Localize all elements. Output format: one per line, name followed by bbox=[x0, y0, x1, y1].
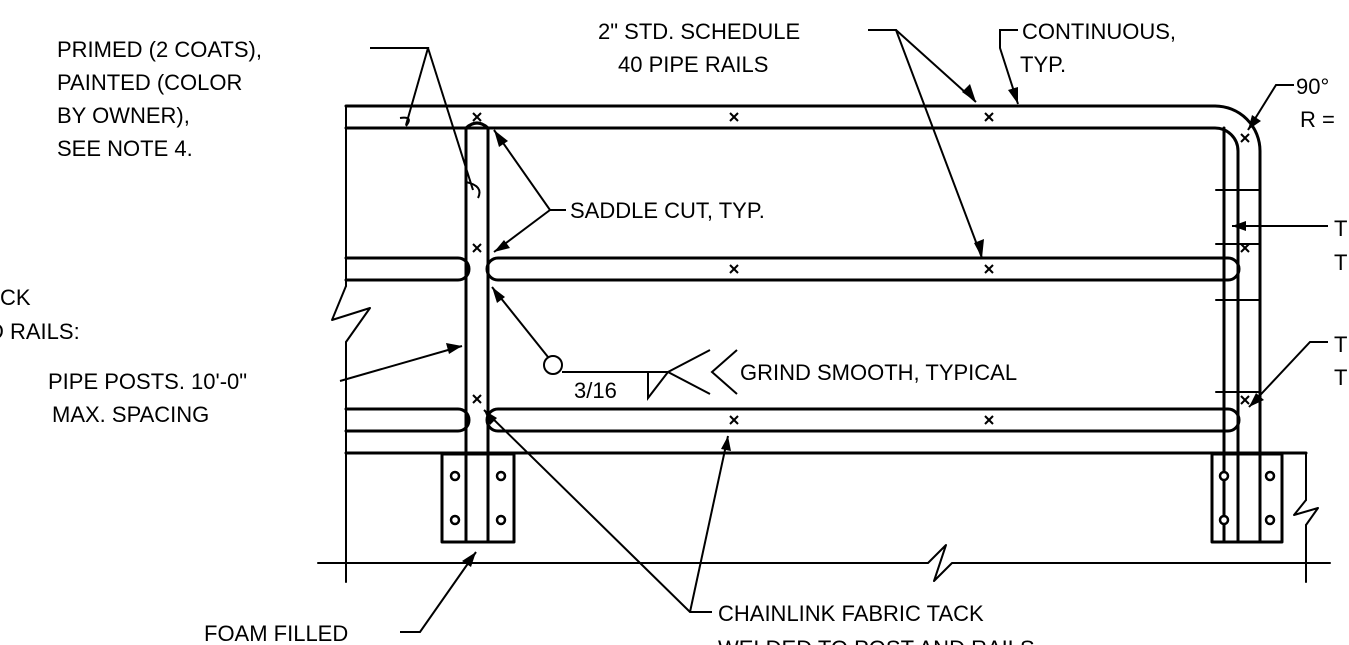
leader-saddle-cut bbox=[493, 129, 566, 253]
left-cut-label-line2: D RAILS: bbox=[0, 319, 80, 344]
primed-label-line2: PAINTED (COLOR bbox=[57, 70, 242, 95]
deck-lines bbox=[317, 105, 1331, 583]
right-label-t4: T bbox=[1334, 365, 1347, 390]
pipe-rails-label-line1: 2" STD. SCHEDULE bbox=[598, 19, 800, 44]
leader-tension-band bbox=[1248, 341, 1328, 408]
bend-label-line1: 90° bbox=[1296, 74, 1329, 99]
left-base-plate bbox=[440, 452, 516, 544]
leader-grind-weld bbox=[491, 286, 738, 401]
center-mark bbox=[1240, 133, 1250, 143]
center-mark bbox=[1240, 243, 1250, 253]
leader-chainlink bbox=[483, 409, 731, 613]
top-rail bbox=[344, 104, 1262, 544]
bend-label-line2: R = bbox=[1300, 107, 1335, 132]
chainlink-label-line1: CHAINLINK FABRIC TACK bbox=[718, 601, 984, 626]
leader-tension-bar bbox=[1232, 221, 1328, 231]
center-mark bbox=[729, 415, 739, 425]
primed-label-line3: BY OWNER), bbox=[57, 103, 190, 128]
right-label-t1: T bbox=[1334, 216, 1347, 241]
left-post bbox=[464, 121, 490, 544]
leader-primed bbox=[370, 47, 481, 199]
pipe-posts-label-line1: PIPE POSTS. 10'-0" bbox=[48, 369, 247, 394]
center-mark bbox=[984, 264, 994, 274]
chainlink-label-line2: WELDED TO POST AND RAILS bbox=[718, 636, 1035, 645]
left-cut-label-line1: CK bbox=[0, 285, 31, 310]
center-marks bbox=[472, 112, 1250, 425]
leader-foam-filled bbox=[400, 551, 477, 633]
right-label-t3: T bbox=[1334, 332, 1347, 357]
center-mark bbox=[472, 243, 482, 253]
primed-label-line1: PRIMED (2 COATS), bbox=[57, 37, 262, 62]
labels: PRIMED (2 COATS), PAINTED (COLOR BY OWNE… bbox=[0, 19, 1347, 645]
center-mark bbox=[1240, 395, 1250, 405]
foam-filled-label: FOAM FILLED bbox=[204, 621, 348, 645]
leader-bend-radius bbox=[1247, 84, 1294, 131]
leader-pipe-posts bbox=[339, 343, 463, 382]
middle-rail bbox=[344, 256, 1241, 282]
continuous-label-line2: TYP. bbox=[1020, 52, 1066, 77]
center-mark bbox=[729, 264, 739, 274]
bottom-rail bbox=[344, 407, 1241, 433]
primed-label-line4: SEE NOTE 4. bbox=[57, 136, 193, 161]
leader-pipe-rails bbox=[868, 29, 984, 259]
center-mark bbox=[984, 415, 994, 425]
leader-continuous bbox=[999, 29, 1019, 105]
saddle-cut-label: SADDLE CUT, TYP. bbox=[570, 198, 765, 223]
right-label-t2: T bbox=[1334, 250, 1347, 275]
weld-size-label: 3/16 bbox=[574, 378, 617, 403]
center-mark bbox=[984, 112, 994, 122]
continuous-label-line1: CONTINUOUS, bbox=[1022, 19, 1176, 44]
center-mark bbox=[472, 394, 482, 404]
grind-smooth-label: GRIND SMOOTH, TYPICAL bbox=[740, 360, 1017, 385]
center-mark bbox=[729, 112, 739, 122]
pipe-rails-label-line2: 40 PIPE RAILS bbox=[618, 52, 768, 77]
pipe-posts-label-line2: MAX. SPACING bbox=[52, 402, 209, 427]
center-mark bbox=[472, 112, 482, 122]
